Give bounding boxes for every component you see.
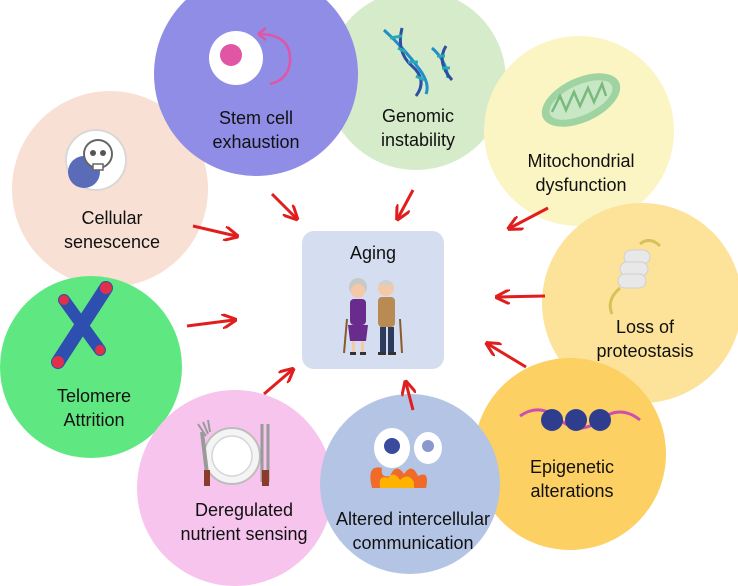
arrow-genomic: [398, 189, 415, 218]
protein-icon: [608, 239, 662, 315]
arrow-proteostasis: [498, 296, 546, 297]
elderly-couple-icon: [343, 278, 403, 355]
circle-epigenetic-alterations: [474, 358, 666, 550]
mitochondrion-icon: [541, 73, 621, 127]
nucleosome-icon: [519, 408, 641, 431]
arrow-mitochondrial: [510, 206, 549, 228]
stem-cell-icon: [209, 27, 292, 86]
arrow-senescence: [192, 224, 236, 236]
circle-mitochondrial-dysfunction: [484, 36, 674, 226]
arrow-nutrient: [263, 370, 292, 396]
circle-deregulated-nutrient-sensing: [137, 390, 333, 586]
arrow-telomere: [186, 320, 234, 326]
circle-stem-cell-exhaustion: [154, 0, 358, 176]
cells-fire-icon: [370, 428, 442, 488]
aging-center-box: Aging: [302, 231, 444, 369]
aging-title: Aging: [349, 243, 397, 263]
chromosome-icon: [51, 281, 113, 369]
arrow-intercellular: [406, 383, 413, 411]
dna-icon: [382, 27, 454, 97]
arrow-epigenetic: [488, 344, 527, 369]
plate-cutlery-icon: [197, 419, 270, 486]
arrow-stem-cell: [270, 192, 296, 218]
skull-cell-icon: [65, 129, 127, 191]
